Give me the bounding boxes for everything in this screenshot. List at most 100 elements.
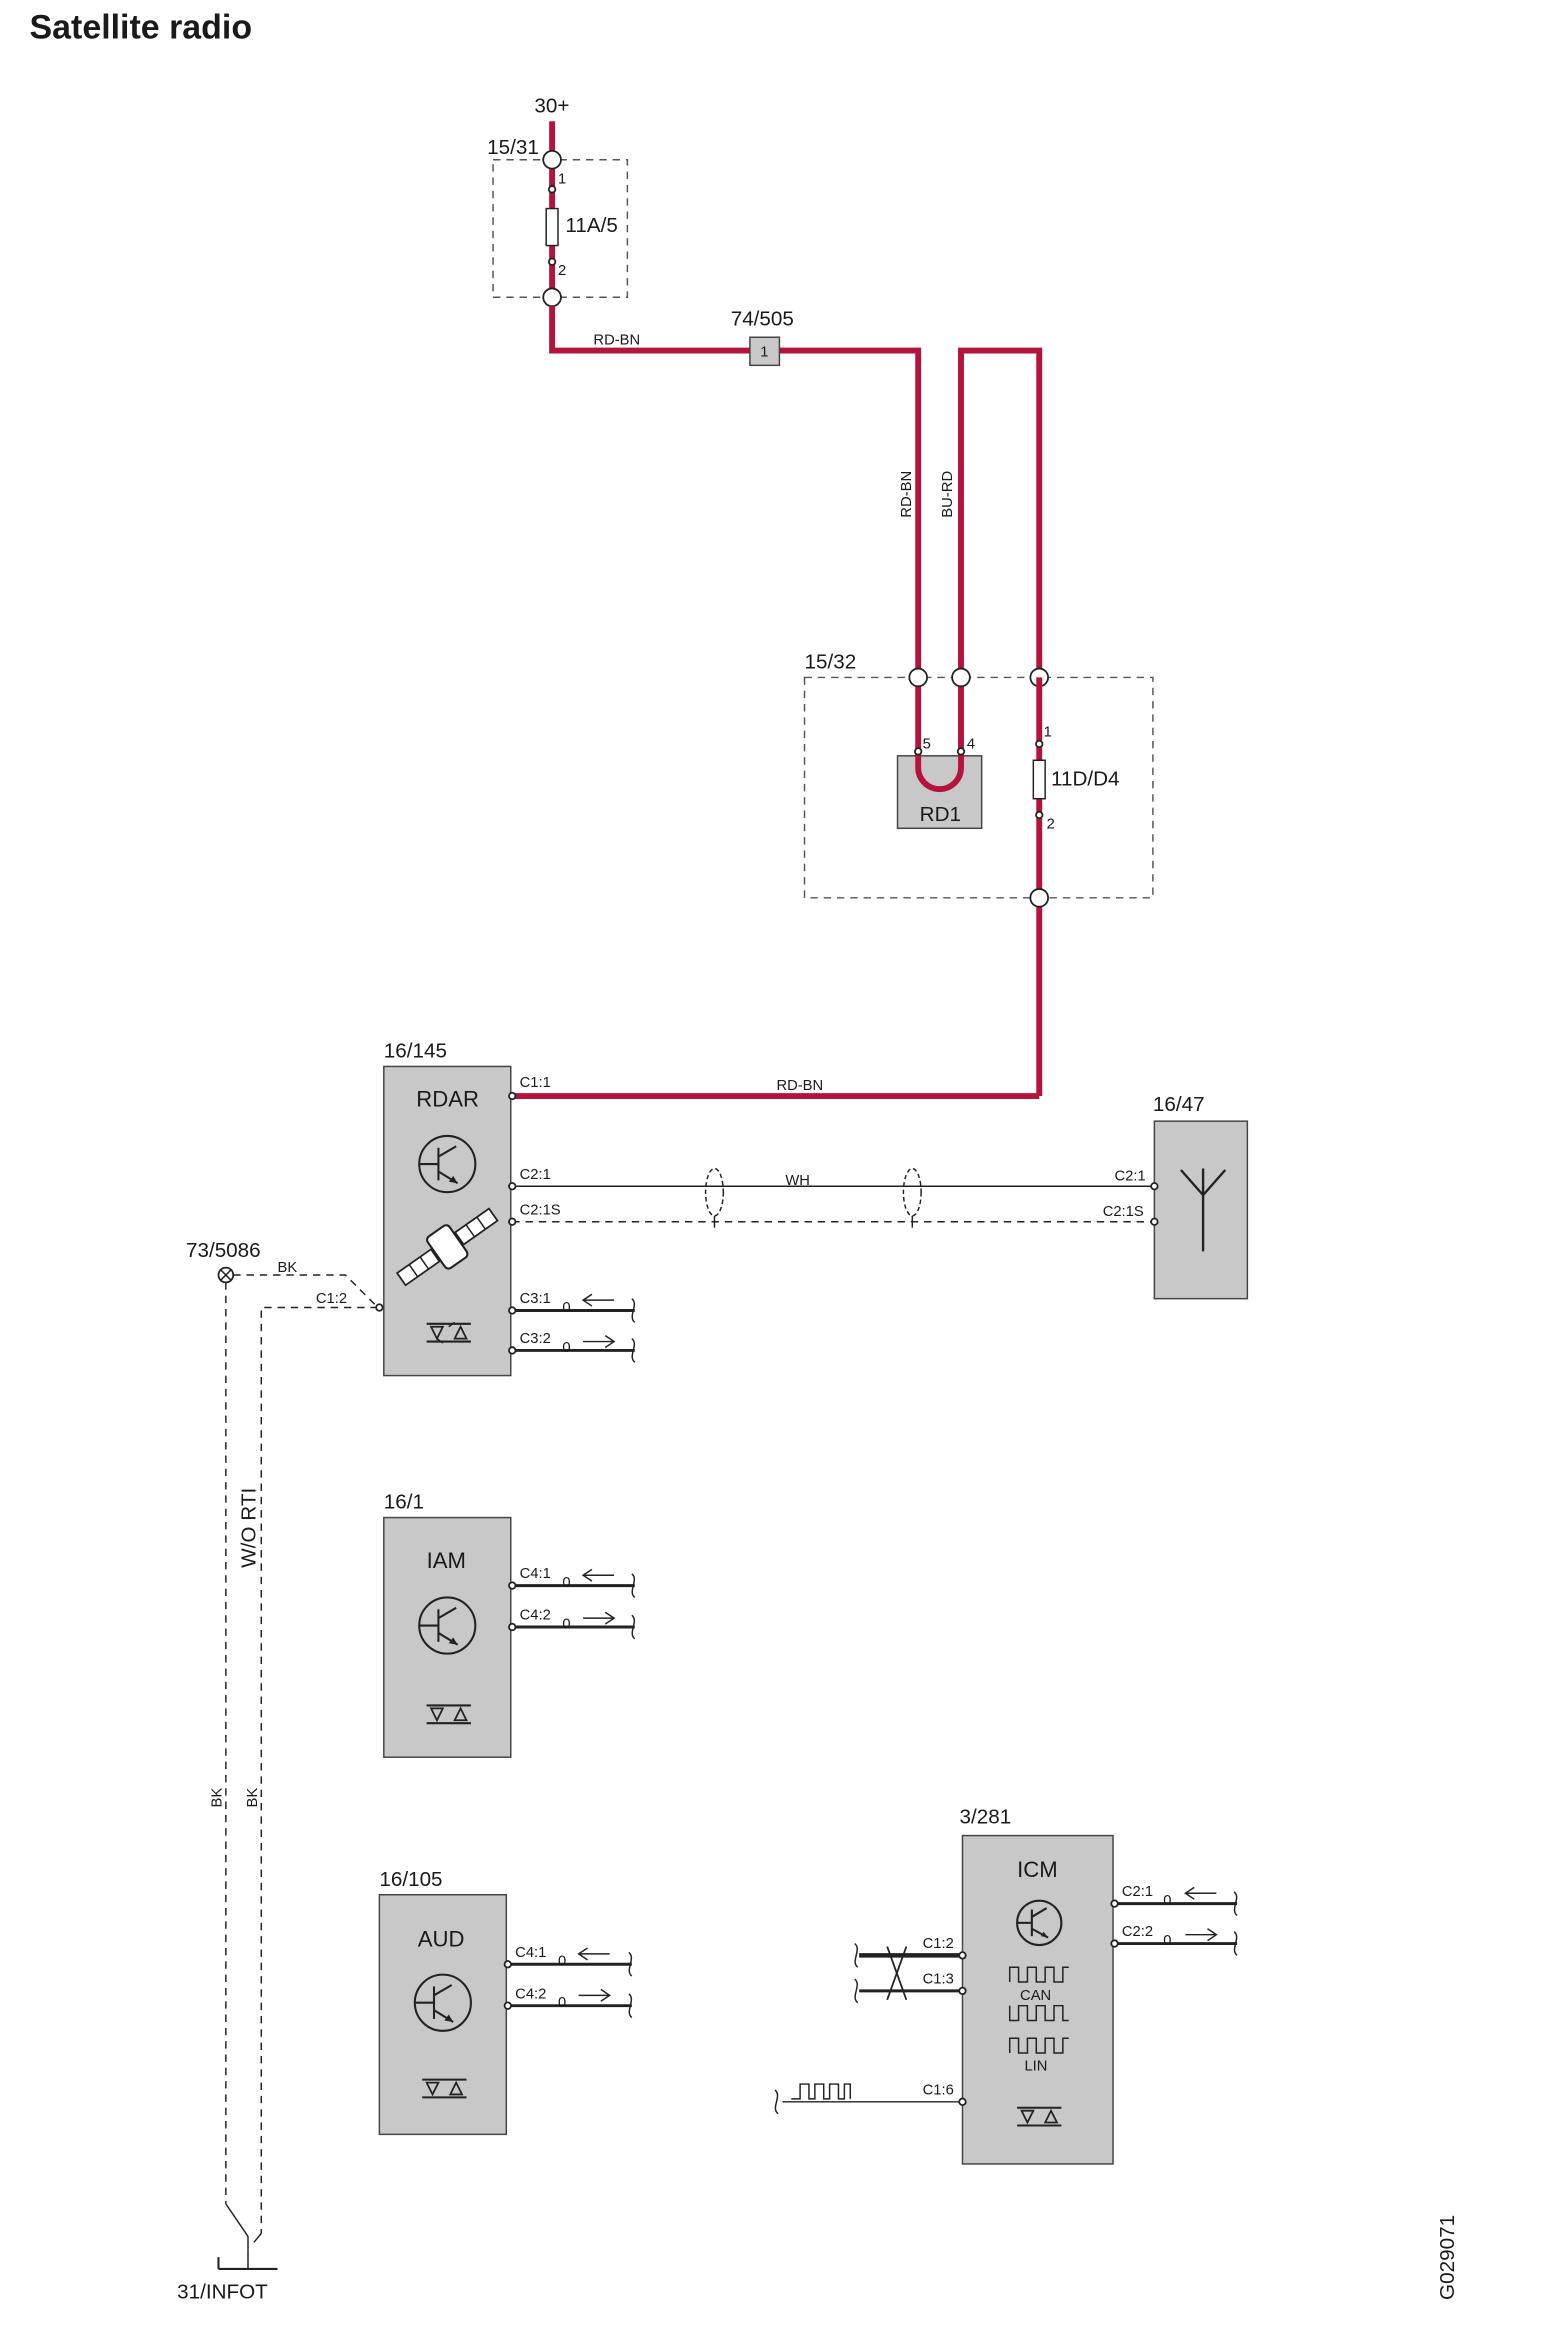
connector-15-32-bottom	[1029, 888, 1049, 908]
arrow-left-icon	[577, 1947, 610, 1961]
connector-top-15-31	[542, 149, 562, 170]
relay-rd1-loop-wire	[915, 677, 964, 793]
aud-pin-c4-1	[503, 1960, 512, 1969]
arrow-right-icon	[1185, 1928, 1218, 1942]
icm-can-label: CAN	[1020, 1988, 1051, 2004]
ground-label: 31/INFOT	[177, 2281, 268, 2304]
twisted-pair-icon	[886, 1946, 908, 2001]
fuse-11a5-label: 11A/5	[565, 214, 617, 237]
rdar-pin-c2-1s	[508, 1217, 517, 1226]
wire-break-icon	[631, 1338, 636, 1363]
wire-label-bk-top: BK	[278, 1260, 298, 1276]
antenna-pin-c2-1	[1150, 1182, 1159, 1191]
icm-pin-c2-2	[1110, 1939, 1119, 1948]
fuse-2-pin-in-label: 1	[1044, 725, 1052, 741]
fuse-2-pin-2	[1035, 810, 1044, 820]
ground-point-icon	[217, 1266, 235, 1284]
wire-label-bk-left: BK	[209, 1788, 225, 1808]
connector-15-32-b	[951, 667, 971, 688]
icm-pin-c2-1	[1110, 1899, 1119, 1908]
wire-label-bk-right: BK	[245, 1788, 261, 1808]
antenna-pin-c2-1s	[1150, 1217, 1159, 1226]
network-node-icon	[422, 2078, 467, 2099]
icm-module	[961, 1834, 1114, 2165]
bk-wire-to-rdar	[233, 1274, 379, 1309]
splice-pin-label: 1	[760, 344, 768, 360]
icm-c1-3-label: C1:3	[923, 1971, 954, 1987]
lin-signal-icon	[791, 2083, 852, 2100]
wire-label-bu-rd-vertical: BU-RD	[940, 471, 956, 518]
ground-icon	[217, 2257, 278, 2270]
wire-break-icon	[854, 1942, 859, 1968]
icm-pin-c1-2	[958, 1951, 967, 1960]
wire-label-rd-bn-2: RD-BN	[776, 1078, 823, 1094]
aud-pin-c4-2	[503, 2001, 512, 2010]
icm-c1-6-label: C1:6	[923, 2082, 954, 2098]
antenna-icon	[1180, 1168, 1227, 1252]
connector-15-32-a	[908, 667, 928, 688]
wire-label-rd-bn-1: RD-BN	[593, 333, 640, 349]
connector-bottom-15-31	[542, 287, 562, 308]
rdar-c1-1-label: C1:1	[520, 1075, 551, 1091]
network-node-icon	[426, 1321, 471, 1344]
rdar-pin-c3-2	[508, 1346, 517, 1355]
icm-name: ICM	[1017, 1857, 1058, 1882]
wire-break-icon	[1233, 1931, 1238, 1956]
can-bus-icon	[1008, 1966, 1069, 2022]
satellite-icon	[395, 1207, 499, 1287]
fuse-box-15-32	[803, 676, 1154, 899]
antenna-module	[1153, 1120, 1249, 1300]
wire-break-icon	[774, 2089, 779, 2115]
fuse-1-pin-out-label: 2	[558, 263, 566, 279]
wire-break-icon	[631, 1298, 636, 1323]
transistor-icon	[418, 1596, 477, 1655]
rdar-c2-1s-label: C2:1S	[520, 1202, 561, 1218]
wire-break-icon	[631, 1573, 636, 1599]
rdar-pin-c1-2	[375, 1303, 384, 1312]
transistor-icon	[1016, 1899, 1063, 1947]
fuse-11a5-icon	[545, 207, 559, 247]
relay-pin-4	[956, 747, 966, 756]
antenna-ref: 16/47	[1153, 1093, 1205, 1116]
network-node-icon	[1017, 2106, 1062, 2127]
iam-name: IAM	[427, 1548, 466, 1573]
icm-c1-2-label: C1:2	[923, 1936, 954, 1952]
fuse-pin-2	[547, 257, 557, 266]
relay-pin-b-label: 4	[967, 736, 975, 752]
fuse-box-15-31-label: 15/31	[487, 136, 539, 159]
splice-74-505	[749, 336, 781, 367]
iam-c4-1-label: C4:1	[520, 1566, 551, 1582]
wire-break-icon	[1233, 1891, 1238, 1917]
switch-icon	[225, 2203, 262, 2249]
arrow-left-icon	[581, 1293, 615, 1307]
rdar-c3-1-zero: 0	[562, 1300, 570, 1316]
antenna-c2-1s-label: C2:1S	[1103, 1204, 1144, 1220]
iam-pin-c4-1	[508, 1581, 517, 1590]
rd-bn-feed-wire	[549, 306, 922, 678]
fuse-11d-d4-icon	[1032, 759, 1046, 800]
diagram-title: Satellite radio	[30, 8, 253, 46]
fuse-2-pin-out-label: 2	[1047, 816, 1055, 832]
icm-c2-1-zero: 0	[1163, 1893, 1171, 1909]
wire-label-rd-bn-vertical: RD-BN	[899, 471, 915, 518]
figure-code: G029071	[1436, 2215, 1459, 2300]
aud-c4-1-zero: 0	[558, 1954, 566, 1970]
wire-label-wh: WH	[785, 1173, 810, 1189]
aud-ref: 16/105	[379, 1868, 442, 1891]
rdar-pin-c3-1	[508, 1306, 517, 1315]
iam-c4-1-zero: 0	[562, 1575, 570, 1591]
rdar-name: RDAR	[416, 1086, 479, 1111]
supply-label: 30+	[534, 94, 569, 117]
rdar-c3-1-label: C3:1	[520, 1291, 551, 1307]
icm-c2-1-label: C2:1	[1122, 1884, 1153, 1900]
iam-c4-2-label: C4:2	[520, 1608, 551, 1624]
ground-point-label: 73/5086	[186, 1239, 261, 1262]
wire-break-icon	[628, 1993, 633, 2019]
rdar-pin-c2-1	[508, 1182, 517, 1191]
iam-c4-2-zero: 0	[562, 1616, 570, 1632]
arrow-right-icon	[583, 1335, 616, 1349]
coax-shield-icon-1	[704, 1167, 725, 1228]
rdar-c3-2-label: C3:2	[520, 1331, 551, 1347]
lin-bus-icon	[1008, 2037, 1069, 2054]
